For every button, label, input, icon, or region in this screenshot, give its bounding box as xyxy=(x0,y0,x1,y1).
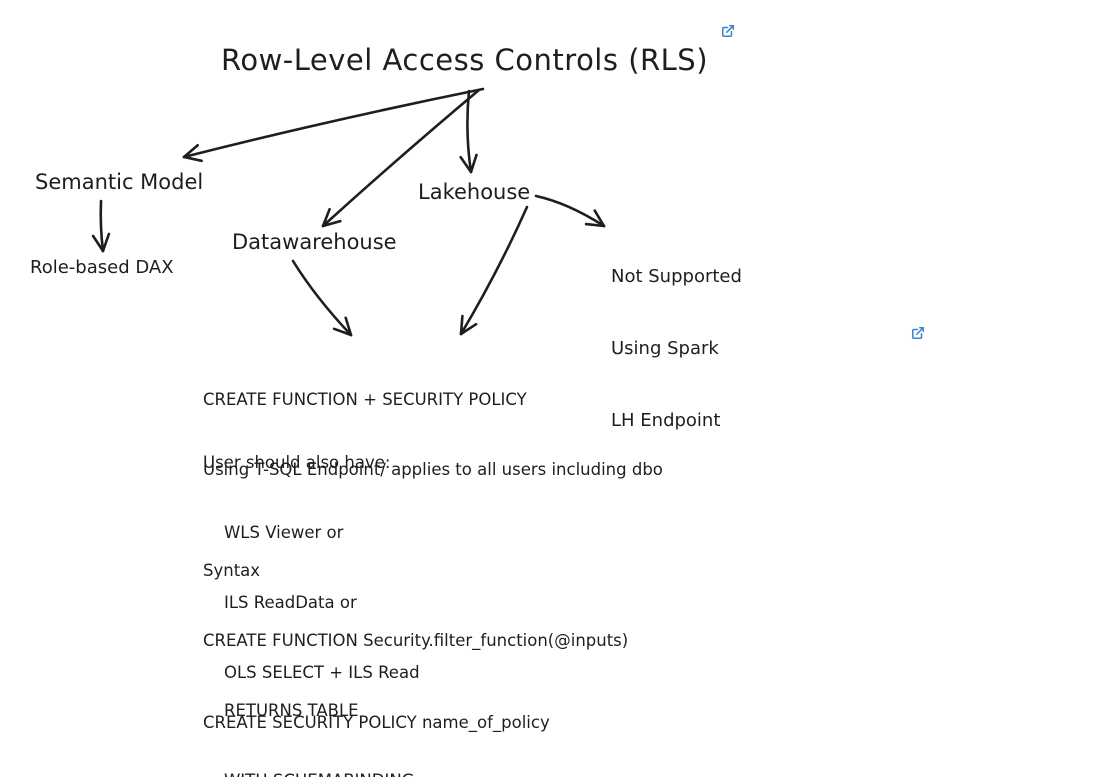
arrow-lakehouse-to-not-supported xyxy=(534,194,606,228)
arrow-title-to-datawarehouse xyxy=(321,88,481,228)
block-line: Using T-SQL Endpoint/ applies to all use… xyxy=(203,460,663,480)
external-link-icon[interactable] xyxy=(911,326,925,340)
not-supported-line: Using Spark xyxy=(611,338,719,359)
node-semantic-model: Semantic Model xyxy=(35,170,204,194)
block-create-function: CREATE FUNCTION + SECURITY POLICY Using … xyxy=(203,341,663,528)
arrow-datawarehouse-to-create-function xyxy=(291,259,353,337)
arrow-lakehouse-to-create-function xyxy=(459,205,529,336)
block-line: CREATE SECURITY POLICY name_of_policy xyxy=(203,712,550,732)
arrow-semantic-model-to-role-based-dax xyxy=(91,199,111,253)
block-line: ILS ReadData or xyxy=(203,593,357,613)
block-syntax-function: Syntax CREATE FUNCTION Security.filter_f… xyxy=(203,512,628,777)
not-supported-line: Not Supported xyxy=(611,266,742,287)
node-not-supported: Not Supported Using Spark LH Endpoint xyxy=(611,217,742,481)
block-line: CREATE FUNCTION Security.filter_function… xyxy=(203,631,629,651)
block-line: CREATE FUNCTION + SECURITY POLICY xyxy=(203,389,527,409)
block-line: WITH SCHEMABINDING xyxy=(203,769,628,777)
diagram-title: Row-Level Access Controls (RLS) xyxy=(221,43,709,77)
block-line: RETURNS TABLE xyxy=(203,701,359,721)
block-line: WLS Viewer or xyxy=(203,523,344,543)
external-link-icon[interactable] xyxy=(721,24,735,38)
node-datawarehouse: Datawarehouse xyxy=(232,230,397,254)
arrow-title-to-lakehouse xyxy=(459,89,478,174)
node-lakehouse: Lakehouse xyxy=(418,180,531,204)
block-syntax-policy: CREATE SECURITY POLICY name_of_policy AD… xyxy=(203,664,856,777)
arrow-title-to-semantic-model xyxy=(182,87,485,163)
block-user-roles: User should also have: WLS Viewer or ILS… xyxy=(203,404,420,732)
node-role-based-dax: Role-based DAX xyxy=(30,257,174,278)
block-line: Syntax xyxy=(203,560,261,580)
block-line: OLS SELECT + ILS Read xyxy=(203,663,420,683)
block-line: User should also have: xyxy=(203,452,391,472)
not-supported-line: LH Endpoint xyxy=(611,410,721,431)
